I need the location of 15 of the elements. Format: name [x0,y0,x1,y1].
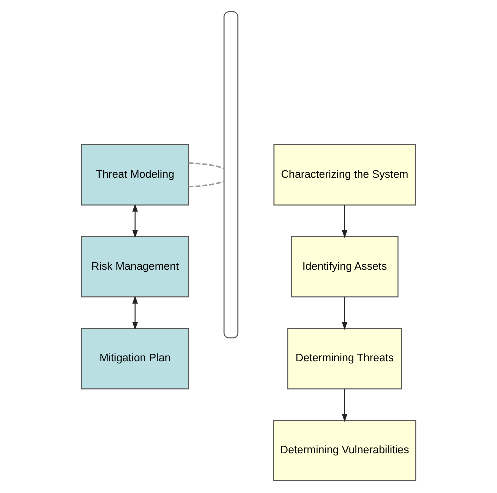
node-box: Risk Management [80,236,189,298]
node-box: Identifying Assets [290,236,398,298]
arrow [342,388,348,422]
connector [188,162,224,170]
arrow [342,204,348,238]
node-bracket [223,12,238,339]
node-box: Determining Vulnerabilities [272,420,416,482]
connector [188,180,224,188]
node-box: Mitigation Plan [80,328,189,390]
node-box: Determining Threats [287,328,402,390]
node-box: Threat Modeling [80,144,189,206]
arrow [132,296,138,330]
arrow [342,296,348,330]
arrow [132,204,138,238]
node-box: Characterizing the System [273,144,416,206]
